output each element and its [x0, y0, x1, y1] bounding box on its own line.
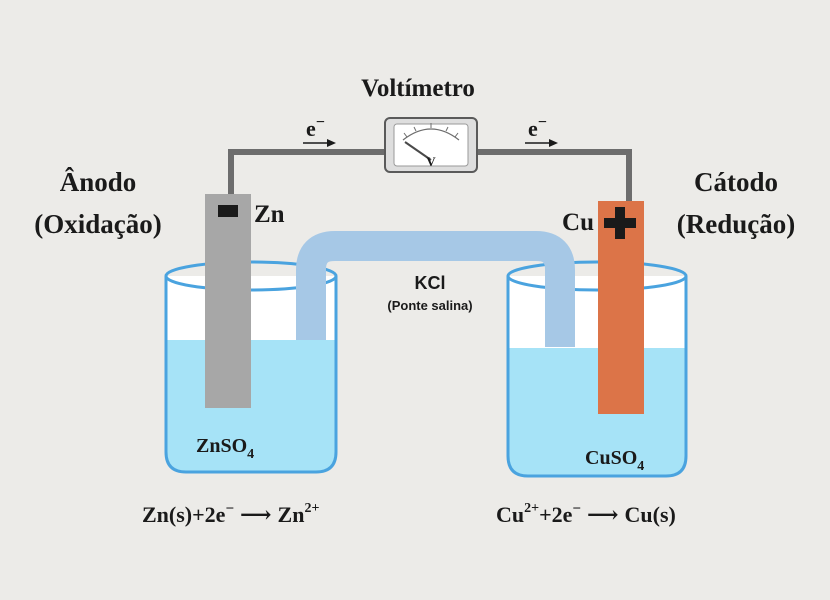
copper-electrode [598, 201, 644, 414]
zinc-electrode [205, 194, 251, 408]
cathode-subtitle: (Redução) [677, 209, 795, 239]
minus-sign-icon [218, 205, 238, 217]
cuso4-solution [508, 348, 686, 476]
salt-bridge-caption: (Ponte salina) [387, 298, 472, 313]
arrow-right-icon [327, 139, 336, 147]
electron-flow-right: e− [525, 114, 558, 147]
voltmeter-title: Voltímetro [361, 75, 475, 102]
cathode-electrode-label: Cu [562, 209, 594, 236]
voltmeter: V [384, 117, 478, 173]
arrow-right-icon [549, 139, 558, 147]
plus-sign-icon [604, 207, 636, 239]
anode-subtitle: (Oxidação) [34, 209, 162, 239]
anode-electrode-label: Zn [254, 201, 285, 228]
voltmeter-needle [404, 141, 432, 161]
anode-solution-label: ZnSO4 [196, 435, 254, 462]
wire [228, 149, 632, 203]
cathode-title: Cátodo [694, 167, 778, 197]
cathode-equation: Cu2++2e−⟶Cu(s) [496, 501, 676, 527]
cathode-solution-label: CuSO4 [585, 447, 644, 474]
voltmeter-symbol: V [426, 154, 436, 169]
svg-text:e−: e− [306, 114, 325, 141]
salt-bridge-formula: KCl [415, 273, 446, 293]
svg-text:e−: e− [528, 114, 547, 141]
salt-bridge [296, 231, 575, 347]
anode-equation: Zn(s)+2e−⟶Zn2+ [142, 501, 319, 527]
anode-title: Ânodo [60, 167, 137, 197]
electron-flow-left: e− [303, 114, 336, 147]
